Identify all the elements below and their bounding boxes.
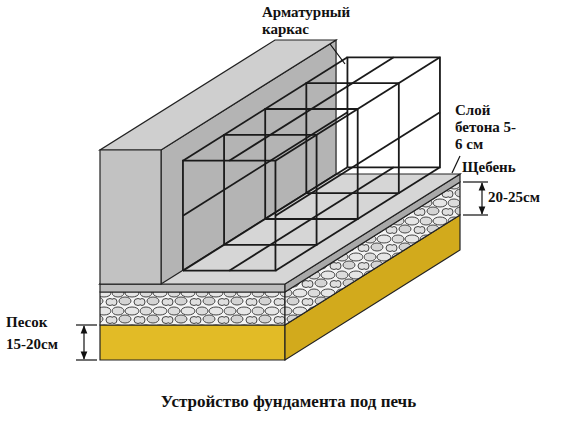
rebar-bar — [183, 167, 348, 270]
concrete-block — [100, 150, 161, 284]
rebar-bar — [183, 161, 276, 271]
extension-line — [463, 214, 488, 215]
extension-line — [76, 324, 97, 325]
leader-line — [330, 44, 345, 64]
rebar-bar — [275, 57, 440, 160]
rebar-bar — [229, 57, 394, 160]
rebar-bar — [306, 83, 399, 193]
part-label: Арматурный каркас — [262, 4, 392, 38]
dimension-line — [83, 326, 84, 359]
rebar-bar — [183, 57, 348, 160]
concrete-block — [100, 40, 336, 150]
part-label: Песок — [6, 314, 76, 331]
dimension-line — [481, 183, 482, 214]
concrete-layer — [100, 284, 285, 292]
part-label: Щебень — [462, 159, 542, 176]
part-label: 20-25см — [488, 189, 568, 206]
extension-line — [76, 359, 97, 360]
rebar-bar — [183, 112, 348, 215]
rebar-bar — [347, 57, 440, 167]
rebar-bar — [224, 135, 317, 245]
part-label: 15-20см — [6, 336, 76, 353]
rebar-bar — [275, 112, 440, 215]
rebar-bar — [265, 109, 358, 219]
part-label: Слой бетона 5-6 см — [455, 102, 517, 153]
extension-line — [463, 181, 488, 182]
leader-line — [452, 156, 460, 173]
rebar-bar — [275, 167, 440, 270]
caption: Устройство фундамента под печь — [0, 392, 577, 412]
rebar-bar — [229, 167, 394, 270]
sand-layer — [100, 325, 285, 360]
gravel-layer — [100, 292, 285, 325]
